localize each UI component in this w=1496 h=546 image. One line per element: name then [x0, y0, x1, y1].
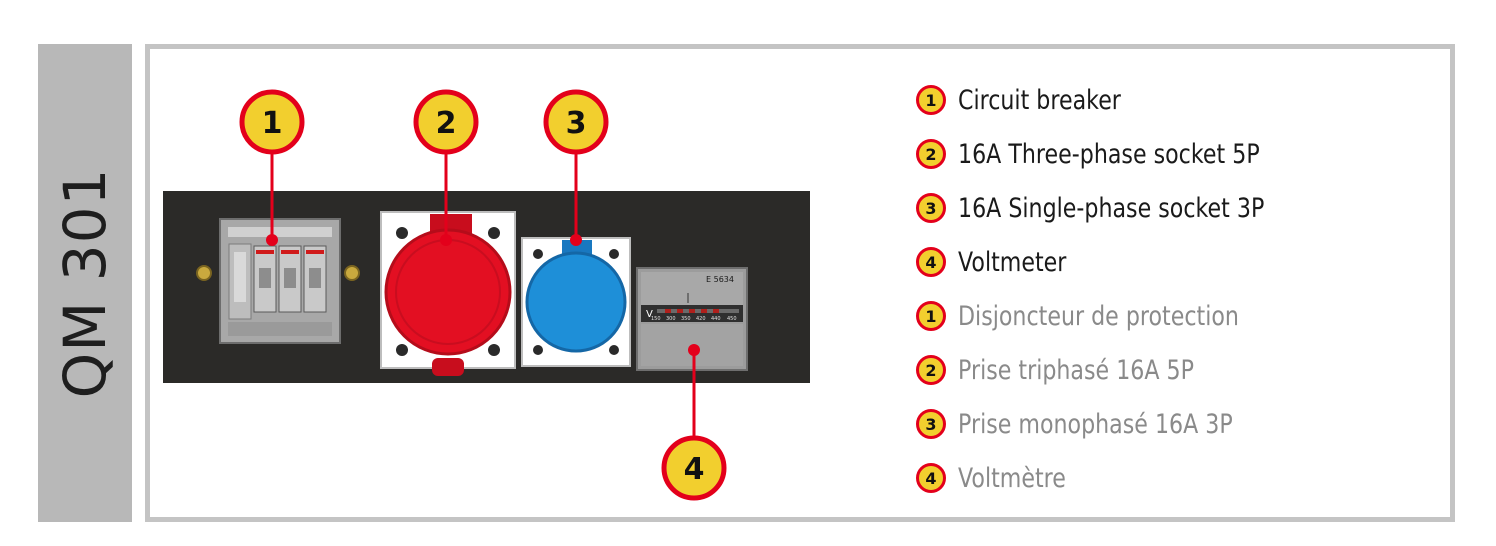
- three-phase-socket[interactable]: [380, 211, 516, 376]
- legend-label-en-4: Voltmeter: [958, 246, 1067, 278]
- voltmeter-scale-4: 420: [696, 316, 706, 322]
- legend-badge-en-2: 2: [916, 139, 946, 169]
- legend-item-en-3: 3 16A Single-phase socket 3P: [916, 188, 1332, 228]
- legend-badge-en-1: 1: [916, 85, 946, 115]
- legend-label-fr-2: Prise triphasé 16A 5P: [958, 354, 1194, 386]
- legend-label-en-2: 16A Three-phase socket 5P: [958, 138, 1260, 170]
- legend-item-fr-2: 2 Prise triphasé 16A 5P: [916, 350, 1246, 390]
- legend-badge-fr-1: 1: [916, 301, 946, 331]
- legend-badge-en-4: 4: [916, 247, 946, 277]
- callout-4: 4: [661, 435, 727, 501]
- callout-3: 3: [543, 89, 609, 155]
- legend-item-fr-4: 4 Voltmètre: [916, 458, 1090, 498]
- panel-screw-right: [344, 265, 360, 281]
- circuit-breaker[interactable]: [219, 218, 341, 344]
- legend-item-en-4: 4 Voltmeter: [916, 242, 1090, 282]
- callout-1-number: 1: [262, 106, 283, 141]
- legend-badge-en-3: 3: [916, 193, 946, 223]
- voltmeter-code: E 5634: [706, 275, 734, 284]
- legend-item-en-1: 1 Circuit breaker: [916, 80, 1157, 120]
- legend-badge-fr-3: 3: [916, 409, 946, 439]
- legend-item-en-2: 2 16A Three-phase socket 5P: [916, 134, 1326, 174]
- voltmeter-scale-5: 440: [711, 316, 721, 322]
- callout-3-number: 3: [566, 106, 587, 141]
- model-side-tab: QM 301: [38, 44, 132, 522]
- legend-item-fr-3: 3 Prise monophasé 16A 3P: [916, 404, 1293, 444]
- legend-label-fr-1: Disjoncteur de protection: [958, 300, 1239, 332]
- legend-label-fr-3: Prise monophasé 16A 3P: [958, 408, 1233, 440]
- voltmeter-scale-1: 150: [651, 316, 661, 322]
- panel-screw-left: [196, 265, 212, 281]
- legend-badge-fr-2: 2: [916, 355, 946, 385]
- voltmeter-scale-2: 300: [666, 316, 676, 322]
- legend-badge-fr-4: 4: [916, 463, 946, 493]
- legend-label-en-1: Circuit breaker: [958, 84, 1121, 116]
- voltmeter-unit: V: [646, 309, 653, 320]
- callout-2: 2: [413, 89, 479, 155]
- legend-label-en-3: 16A Single-phase socket 3P: [958, 192, 1265, 224]
- callout-1: 1: [239, 89, 305, 155]
- callout-leaders: [266, 152, 700, 438]
- legend-label-fr-4: Voltmètre: [958, 462, 1066, 494]
- voltmeter-scale-3: 350: [681, 316, 691, 322]
- callout-4-number: 4: [684, 452, 705, 487]
- legend-item-fr-1: 1 Disjoncteur de protection: [916, 296, 1301, 336]
- callout-2-number: 2: [436, 106, 457, 141]
- voltmeter-scale-6: 450: [727, 316, 737, 322]
- single-phase-socket[interactable]: [521, 237, 631, 367]
